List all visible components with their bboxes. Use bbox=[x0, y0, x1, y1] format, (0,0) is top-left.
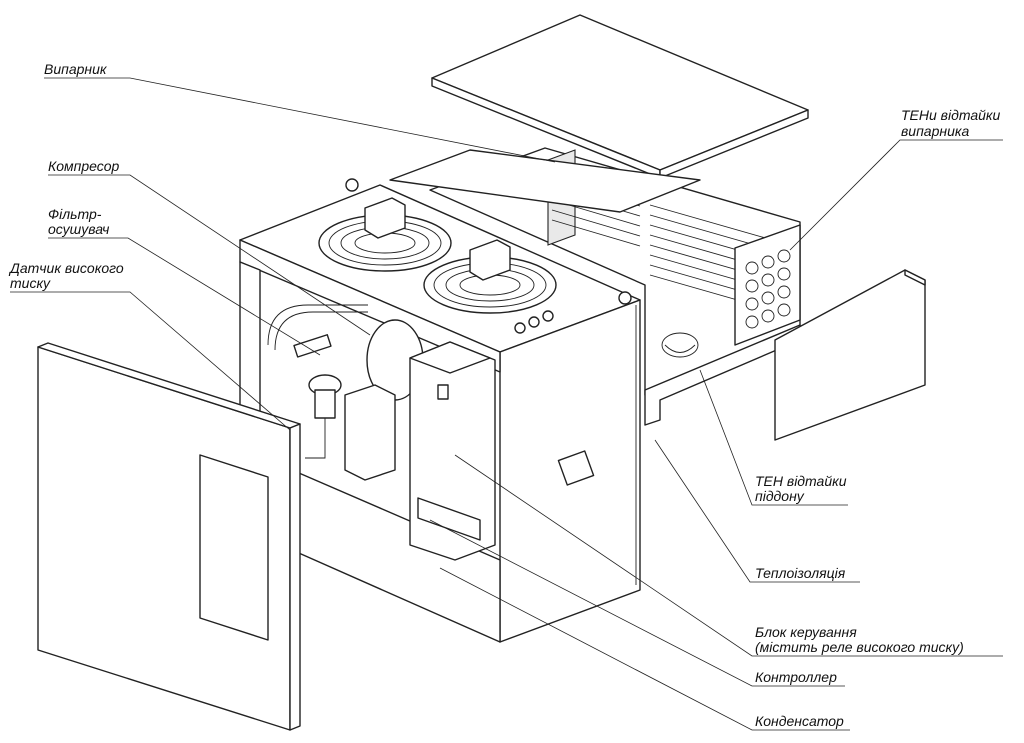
label-evaporator: Випарник bbox=[44, 61, 107, 77]
control-block bbox=[409, 341, 496, 561]
evaporator-top-cover bbox=[431, 14, 809, 179]
label-condenser: Конденсатор bbox=[755, 713, 844, 729]
leader-lines bbox=[10, 77, 1003, 731]
evaporator-side-panel bbox=[774, 269, 926, 441]
label-control-block-2: (містить реле високого тиску) bbox=[755, 639, 964, 655]
condenser-fans bbox=[318, 197, 557, 334]
label-evaporator-heaters-2: випарника bbox=[901, 123, 970, 139]
label-filter-drier-2: осушувач bbox=[48, 221, 110, 237]
label-tray-heater-2: піддону bbox=[755, 488, 804, 504]
label-filter-drier-1: Фільтр- bbox=[48, 206, 102, 222]
evaporator-housing bbox=[389, 147, 801, 426]
label-pressure-sensor-1: Датчик високого bbox=[10, 260, 124, 276]
label-pressure-sensor-2: тиску bbox=[10, 275, 51, 291]
label-insulation: Теплоізоляція bbox=[755, 565, 846, 581]
label-compressor: Компресор bbox=[48, 158, 120, 174]
label-evaporator-heaters-1: ТЕНи відтайки bbox=[901, 107, 1001, 123]
label-tray-heater-1: ТЕН відтайки bbox=[755, 473, 847, 489]
label-controller: Контроллер bbox=[755, 669, 837, 685]
front-door-panel bbox=[37, 342, 301, 731]
label-control-block-1: Блок керування bbox=[755, 624, 857, 640]
